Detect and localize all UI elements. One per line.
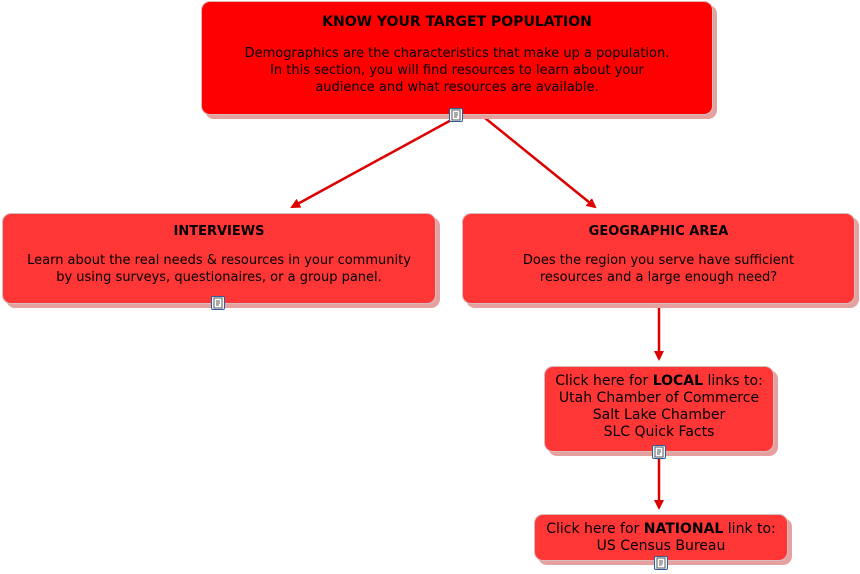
node-geographic-area[interactable]: GEOGRAPHIC AREA Does the region you serv… <box>462 213 855 304</box>
node-text-line: Does the region you serve have sufficien… <box>522 253 795 268</box>
node-text-line: In this section, you will find resources… <box>270 63 644 78</box>
node-interviews[interactable]: INTERVIEWS Learn about the real needs & … <box>2 213 436 304</box>
national-heading-emph: NATIONAL <box>643 521 724 537</box>
node-local-links[interactable]: Click here for LOCAL links to: Utah Cham… <box>544 366 774 452</box>
node-text-line: Learn about the real needs & resources i… <box>27 253 411 268</box>
link-slc-quick-facts[interactable]: SLC Quick Facts <box>603 424 715 440</box>
document-icon[interactable] <box>211 296 225 310</box>
document-icon[interactable] <box>449 108 463 122</box>
local-heading-tail: links to: <box>703 373 763 389</box>
node-know-your-target-population[interactable]: KNOW YOUR TARGET POPULATION Demographics… <box>201 1 713 115</box>
arrow-root-to-geographic <box>484 117 597 209</box>
local-heading: Click here for LOCAL links to: <box>545 373 773 390</box>
document-icon[interactable] <box>652 445 666 459</box>
link-salt-lake-chamber[interactable]: Salt Lake Chamber <box>592 407 726 423</box>
national-heading-lead: Click here for <box>546 521 644 537</box>
local-heading-lead: Click here for <box>555 373 653 389</box>
link-utah-chamber[interactable]: Utah Chamber of Commerce <box>558 390 760 406</box>
node-text-line: resources and a large enough need? <box>539 270 778 285</box>
node-text-line: by using surveys, questionaires, or a gr… <box>56 270 382 285</box>
node-text-line: Demographics are the characteristics tha… <box>244 46 670 61</box>
local-heading-emph: LOCAL <box>652 373 704 389</box>
node-text-line: audience and what resources are availabl… <box>315 80 599 95</box>
node-title: INTERVIEWS <box>173 224 265 239</box>
document-icon[interactable] <box>654 556 668 570</box>
node-national-links[interactable]: Click here for NATIONAL link to: US Cens… <box>534 514 788 561</box>
national-heading: Click here for NATIONAL link to: <box>535 521 787 538</box>
node-title: KNOW YOUR TARGET POPULATION <box>322 14 592 30</box>
national-heading-tail: link to: <box>723 521 776 537</box>
link-us-census-bureau[interactable]: US Census Bureau <box>596 538 726 554</box>
node-title: GEOGRAPHIC AREA <box>588 224 729 239</box>
arrow-root-to-interviews <box>290 116 456 209</box>
